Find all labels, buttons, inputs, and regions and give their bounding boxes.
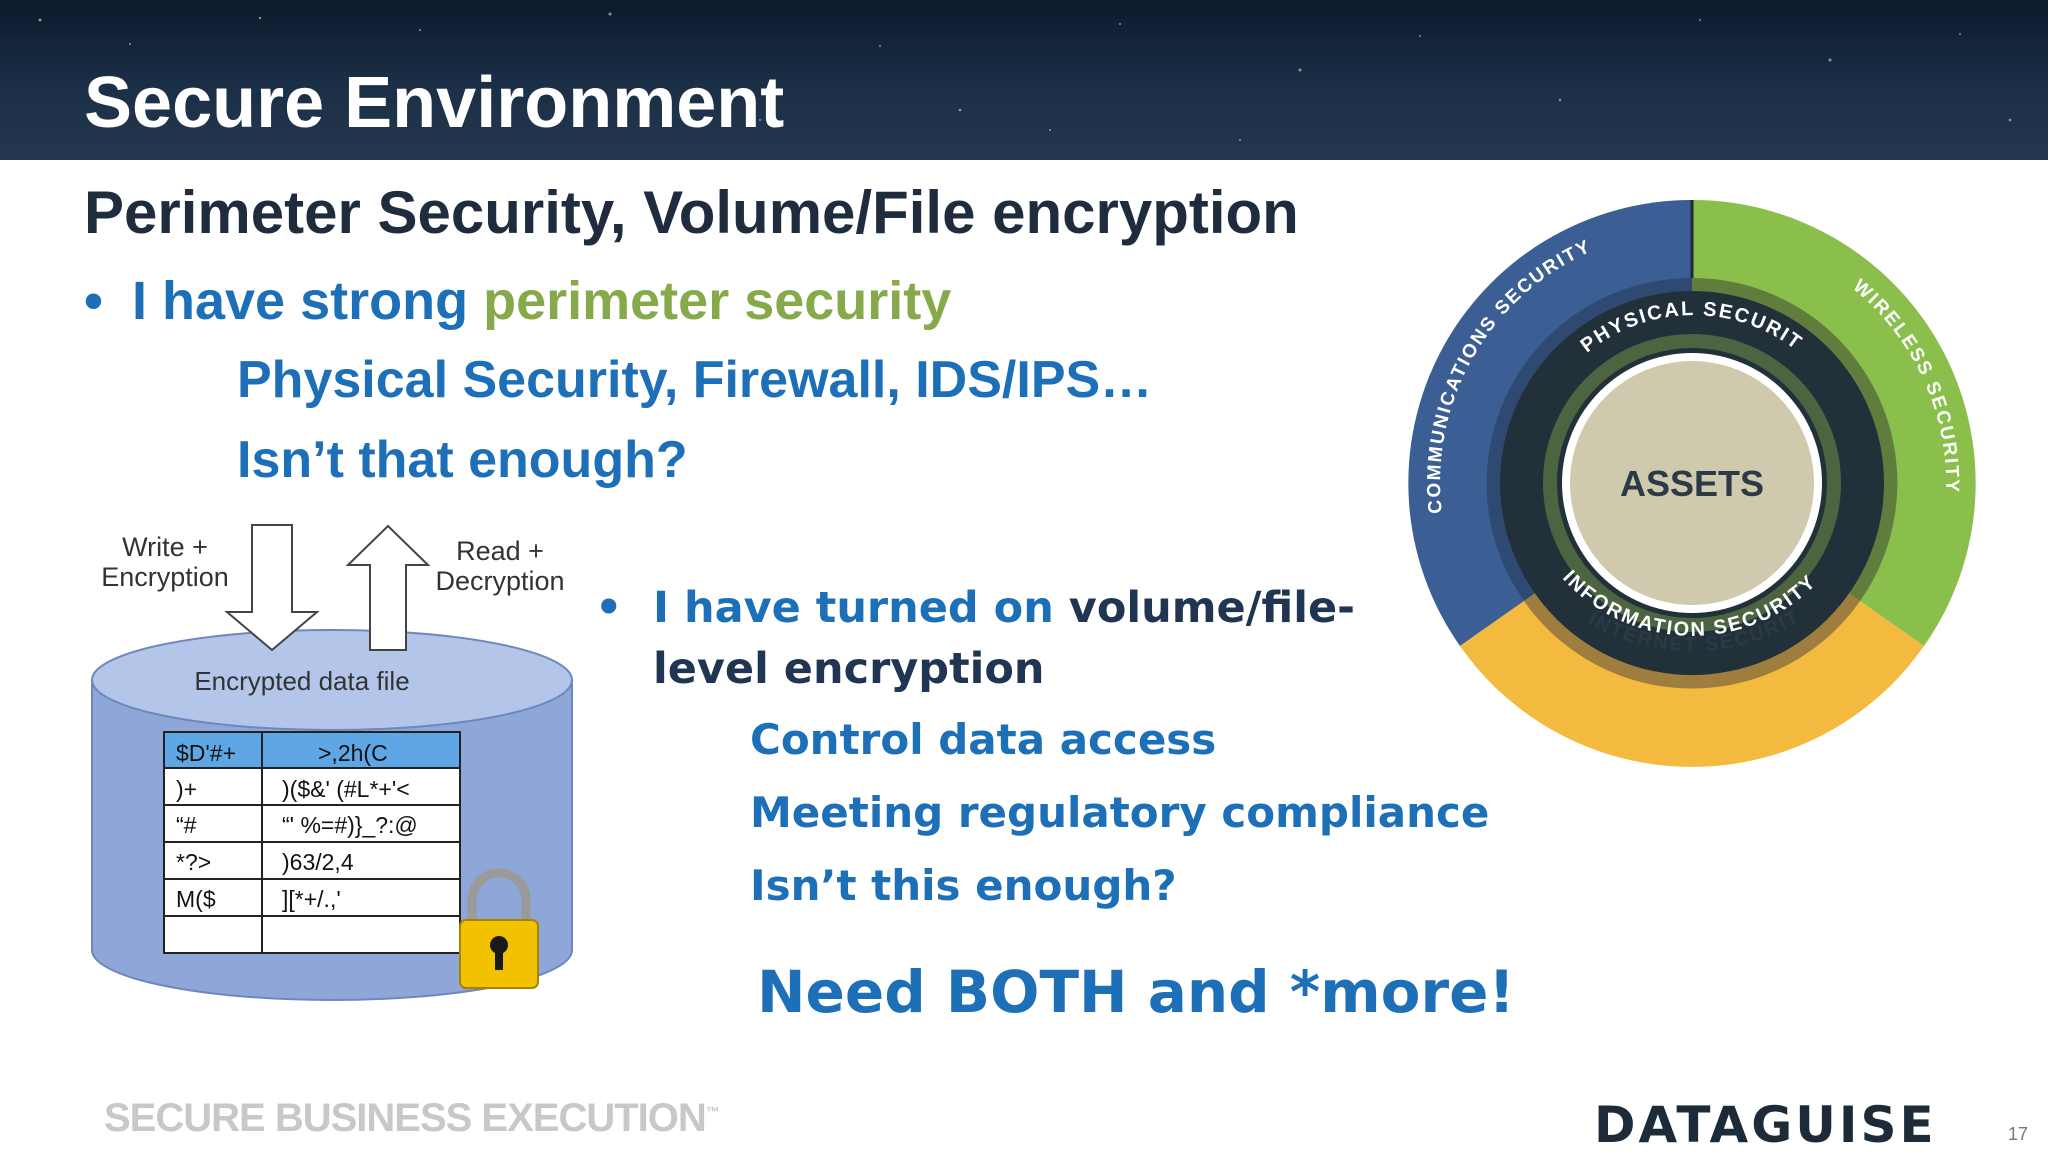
table-cell: )+	[176, 776, 197, 802]
encryption-benefit-access: Control data access	[750, 715, 1217, 764]
starfield-background	[38, 12, 2012, 141]
page-number: 17	[2008, 1124, 2029, 1144]
perimeter-examples: Physical Security, Firewall, IDS/IPS…	[237, 351, 1153, 409]
conclusion-text: Need BOTH and *more!	[757, 958, 1515, 1026]
bullet-perimeter-highlight: perimeter security	[483, 271, 952, 331]
table-cell: )63/2,4	[282, 849, 354, 875]
bullet-perimeter-prefix: I have strong	[132, 271, 484, 331]
bullet-perimeter: • I have strong perimeter security	[84, 270, 951, 332]
table-cell: ][*+/.,'	[282, 886, 341, 912]
table-cell: “' %=#)}_?:@	[282, 812, 418, 838]
write-arrow-icon	[224, 524, 320, 652]
table-cell: *?>	[176, 849, 211, 875]
perimeter-question: Isn’t that enough?	[237, 431, 688, 489]
bullet-dot: •	[84, 271, 103, 331]
footer-tagline-text: SECURE BUSINESS EXECUTION	[104, 1096, 707, 1140]
table-header-cell: >,2h(C	[318, 740, 388, 766]
footer-tagline: SECURE BUSINESS EXECUTION™	[104, 1096, 720, 1141]
read-arrow-icon	[345, 524, 431, 651]
bullet-encryption: • I have turned on volume/file-level enc…	[595, 578, 1455, 700]
cylinder-top	[91, 629, 573, 731]
bullet-encryption-highlight: volume/file-level encryption	[653, 583, 1356, 694]
assets-label: ASSETS	[1620, 463, 1764, 504]
padlock-icon	[459, 868, 539, 989]
write-label-line2: Encryption	[101, 562, 229, 592]
dataguise-logo: DATAGUISE	[1594, 1096, 1937, 1154]
read-label-line1: Read +	[456, 536, 544, 566]
title-banner: Secure Environment	[0, 0, 2048, 160]
write-label-line1: Write +	[122, 532, 208, 562]
encrypted-data-table: $D'#+ >,2h(C )+ )($&' (#L*+'< “# “' %=#)…	[163, 731, 461, 954]
read-label-line2: Decryption	[435, 566, 564, 596]
assets-core	[1570, 361, 1814, 605]
bullet-dot: •	[595, 583, 623, 633]
table-header-cell: $D'#+	[176, 740, 236, 766]
table-cell: )($&' (#L*+'<	[282, 776, 410, 802]
security-layers-wheel: ASSETS COMMUNICATIONS SECURITY WIRELESS …	[1408, 199, 1976, 767]
encrypted-file-diagram: Write + Encryption Read + Decryption Enc…	[91, 524, 573, 1001]
table-cell: M($	[176, 886, 216, 912]
trademark-symbol: ™	[705, 1103, 720, 1120]
slide-title: Secure Environment	[84, 63, 785, 143]
bullet-encryption-prefix: I have turned on	[653, 583, 1069, 633]
encryption-benefit-compliance: Meeting regulatory compliance	[750, 788, 1490, 837]
table-cell: “#	[176, 812, 197, 838]
slide-subtitle: Perimeter Security, Volume/File encrypti…	[84, 179, 1299, 246]
encryption-question: Isn’t this enough?	[750, 861, 1177, 910]
cylinder-label: Encrypted data file	[194, 666, 409, 696]
